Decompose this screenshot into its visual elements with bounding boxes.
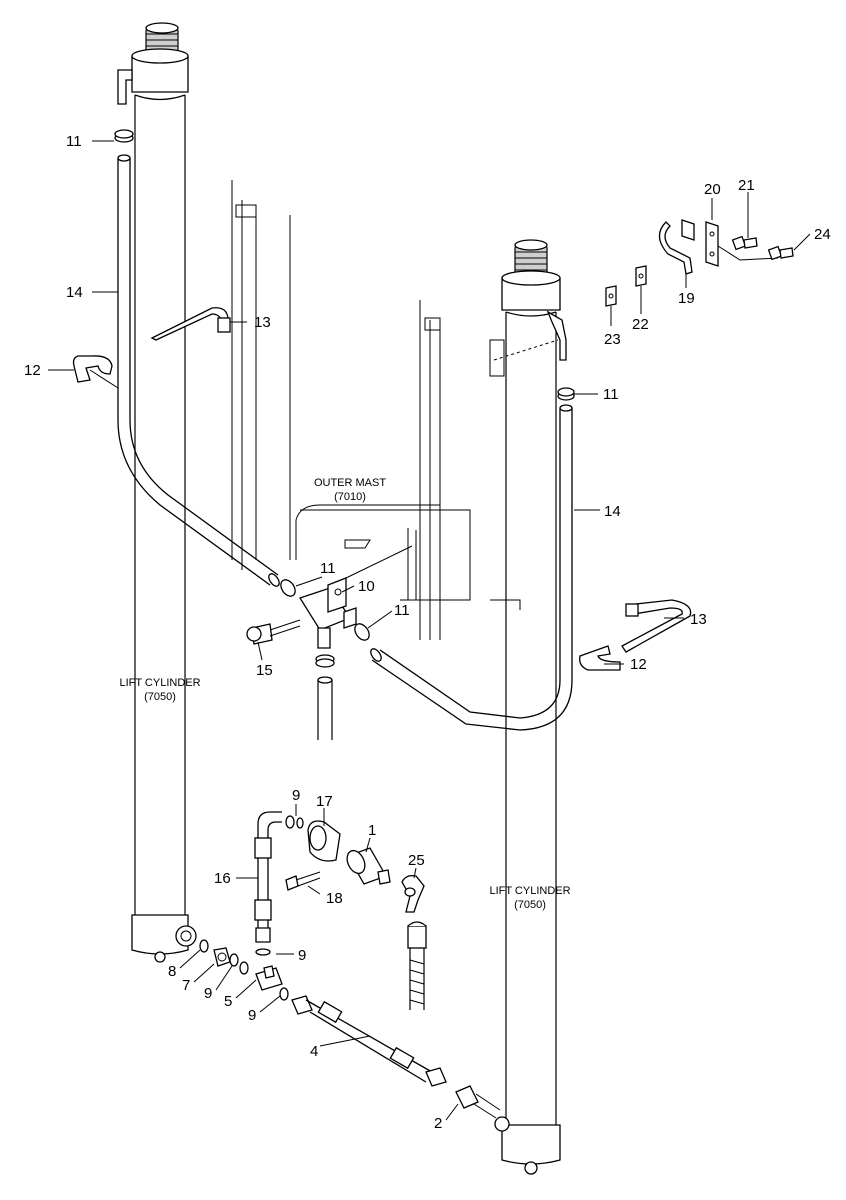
callout-20: 20 (704, 181, 721, 198)
callout-4: 4 (310, 1043, 318, 1060)
right-lift-cylinder-label: LIFT CYLINDER (489, 885, 570, 897)
callout-18: 18 (326, 890, 343, 907)
left-lift-cylinder-code: (7050) (144, 691, 176, 703)
leader-lines (48, 140, 811, 1121)
callout-21: 21 (738, 177, 755, 194)
callout-15: 15 (256, 662, 273, 679)
callout-9-left: 9 (204, 985, 212, 1002)
callout-11-tee: 11 (394, 602, 410, 619)
callout-14-left: 14 (66, 284, 83, 301)
callout-12-right: 12 (630, 656, 647, 673)
callout-9-top: 9 (292, 787, 300, 804)
callout-9-mid: 9 (298, 947, 306, 964)
outer-mast-code: (7010) (334, 491, 366, 503)
callout-11-top-left: 11 (66, 133, 82, 150)
bracket-assembly (605, 219, 794, 307)
callout-1: 1 (368, 822, 376, 839)
left-lift-cylinder-label: LIFT CYLINDER (119, 677, 200, 689)
tee-fitting-assembly (246, 545, 413, 740)
callout-13-left: 13 (254, 314, 271, 331)
callout-19: 19 (678, 290, 695, 307)
callout-7: 7 (182, 977, 190, 994)
right-tube-assembly (370, 387, 692, 731)
callout-11-center: 11 (320, 560, 336, 577)
lower-hose-assembly (199, 811, 501, 1119)
outer-mast (231, 180, 559, 640)
callout-24: 24 (814, 226, 831, 243)
outer-mast-label: OUTER MAST (314, 477, 386, 489)
left-lift-cylinder (117, 22, 197, 963)
left-tube-assembly (72, 129, 280, 587)
right-lift-cylinder (494, 239, 567, 1175)
callout-2: 2 (434, 1115, 442, 1132)
callout-13-right: 13 (690, 611, 707, 628)
callout-25: 25 (408, 852, 425, 869)
callout-12-left: 12 (24, 362, 41, 379)
callout-17: 17 (316, 793, 333, 810)
callout-10: 10 (358, 578, 375, 595)
callout-5: 5 (224, 993, 232, 1010)
callout-22: 22 (632, 316, 649, 333)
right-lift-cylinder-code: (7050) (514, 899, 546, 911)
callout-23: 23 (604, 331, 621, 348)
callout-8: 8 (168, 963, 176, 980)
callout-9-low: 9 (248, 1007, 256, 1024)
callout-11-right: 11 (603, 386, 619, 403)
callout-16: 16 (214, 870, 231, 887)
callout-14-right: 14 (604, 503, 621, 520)
